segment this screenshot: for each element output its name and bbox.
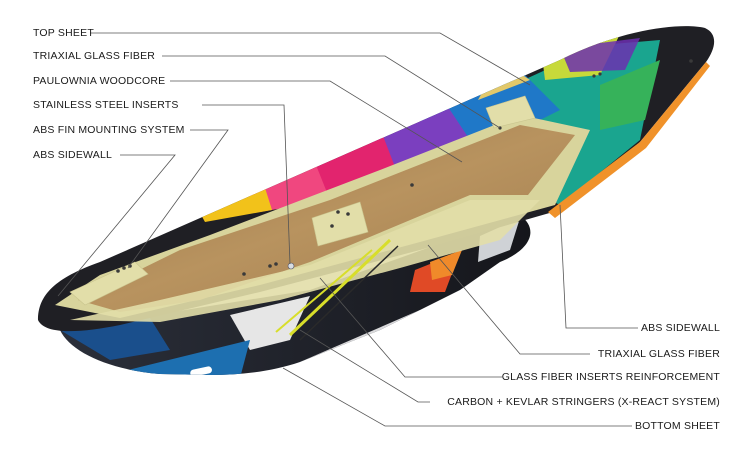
leader-paulownia-woodcore: [170, 80, 463, 163]
carbon-kevlar-stringers-group: [275, 238, 399, 341]
glass-fiber-inserts-layer: [70, 200, 540, 322]
label-bottom-sheet: BOTTOM SHEET: [634, 420, 720, 432]
bottom-graphic-white: [230, 296, 310, 350]
label-abs-fin-mounting-system: ABS FIN MOUNTING SYSTEM: [33, 124, 185, 136]
label-triaxial-glass-fiber-bottom: TRIAXIAL GLASS FIBER: [597, 348, 720, 360]
leader-carbon-kevlar-stringers: [299, 329, 430, 403]
stringer-1: [288, 238, 392, 337]
leader-lines: [57, 32, 638, 427]
label-abs-sidewall-left: ABS SIDEWALL: [33, 149, 113, 161]
leader-top-sheet: [90, 32, 531, 86]
fin-mounting-box-nose: [485, 95, 536, 129]
label-glass-fiber-inserts-reinforcement: GLASS FIBER INSERTS REINFORCEMENT: [501, 371, 720, 383]
bottom-sheet-slot: [190, 366, 212, 375]
insert-8: [274, 262, 278, 266]
insert-9: [242, 272, 246, 276]
stainless-steel-insert-highlight: [287, 262, 295, 270]
label-triaxial-glass-fiber-top: TRIAXIAL GLASS FIBER: [33, 50, 156, 62]
leader-triaxial-glass-fiber-top: [162, 55, 501, 129]
insert-2: [122, 266, 126, 270]
insert-7: [268, 264, 272, 268]
bottom-graphic-blue: [120, 340, 250, 375]
insert-5: [346, 212, 350, 216]
insert-10: [410, 183, 414, 187]
insert-4: [336, 210, 340, 214]
label-stainless-steel-inserts: STAINLESS STEEL INSERTS: [33, 99, 179, 111]
leader-stainless-steel-inserts: [202, 104, 291, 265]
fin-mounting-box-tail: [69, 261, 149, 306]
bottom-graphic-orange: [430, 250, 462, 280]
leader-abs-fin-mounting-system: [127, 129, 229, 269]
label-carbon-kevlar-stringers: CARBON + KEVLAR STRINGERS (X-REACT SYSTE…: [447, 396, 720, 408]
insert-12: [592, 74, 596, 78]
label-top-sheet: TOP SHEET: [33, 27, 94, 39]
leader-bottom-sheet: [282, 367, 632, 427]
insert-13: [598, 72, 602, 76]
insert-6: [330, 224, 334, 228]
fin-mounting-box-center: [311, 201, 369, 247]
insert-14: [689, 59, 693, 63]
label-paulownia-woodcore: PAULOWNIA WOODCORE: [33, 75, 166, 87]
label-abs-sidewall-right: ABS SIDEWALL: [640, 322, 720, 334]
insert-1: [116, 269, 120, 273]
leader-abs-sidewall-left: [57, 154, 176, 297]
leader-triaxial-glass-fiber-bottom: [427, 244, 590, 355]
stringer-3: [275, 249, 373, 333]
leader-abs-sidewall-right: [559, 204, 638, 329]
top-graphic-green: [600, 60, 660, 130]
abs-sidewall-strip-right: [548, 62, 710, 218]
stringer-2: [299, 245, 399, 341]
leader-glass-fiber-inserts-reinforcement: [319, 277, 502, 378]
